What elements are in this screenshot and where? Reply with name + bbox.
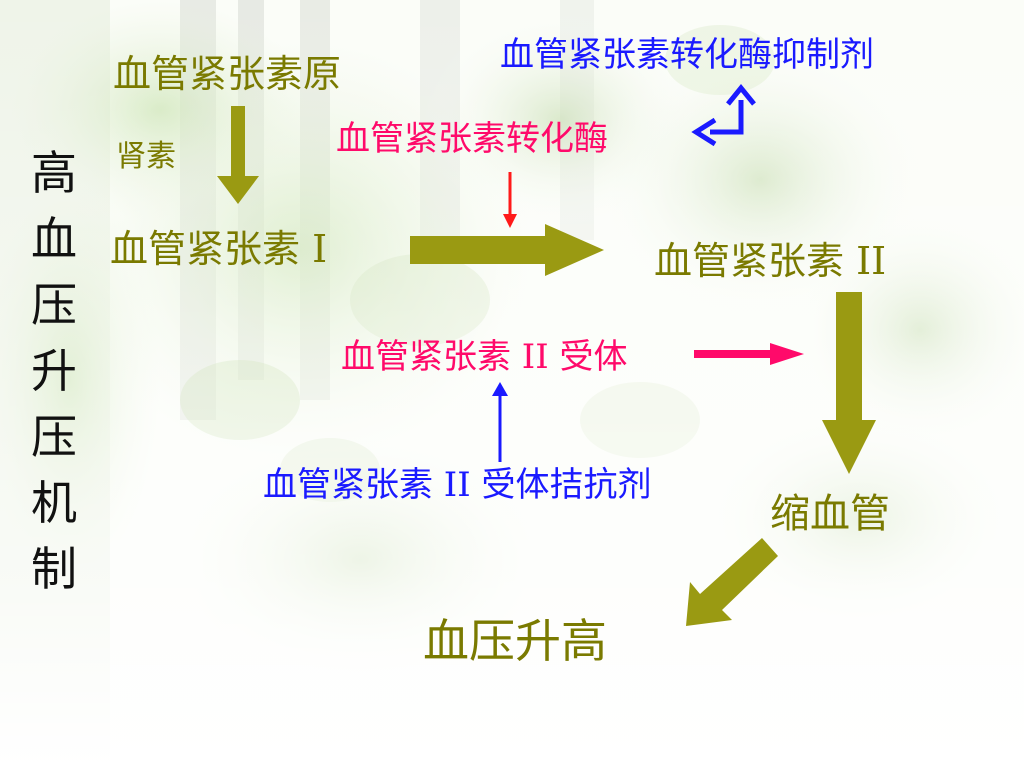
node-renin: 肾素 (116, 139, 176, 174)
node-angiotensinogen: 血管紧张素原 (113, 52, 342, 96)
node-ace: 血管紧张素转化酶 (336, 119, 608, 159)
arrow-diag-vaso-to-bp (686, 538, 778, 626)
node-ace-inhibitor: 血管紧张素转化酶抑制剂 (500, 35, 874, 75)
arrow-ace-inhibitor (710, 100, 744, 135)
arrow-right-ang1-to-ang2 (410, 224, 604, 276)
node-bp-rise: 血压升高 (423, 614, 607, 668)
node-at2-antagonist: 血管紧张素 II 受体拮抗剂 (263, 465, 652, 505)
node-angiotensin-1: 血管紧张素 I (110, 227, 328, 271)
node-at2-receptor: 血管紧张素 II 受体 (341, 337, 628, 377)
arrow-down-ang2-to-vaso (822, 292, 876, 474)
node-angiotensin-2: 血管紧张素 II (654, 239, 887, 283)
vertical-title: 高血压升压机制 (31, 146, 77, 596)
arrow-down-renin (217, 106, 259, 204)
node-vasoconstriction: 缩血管 (770, 491, 890, 537)
arrow-right-receptor (694, 343, 804, 365)
